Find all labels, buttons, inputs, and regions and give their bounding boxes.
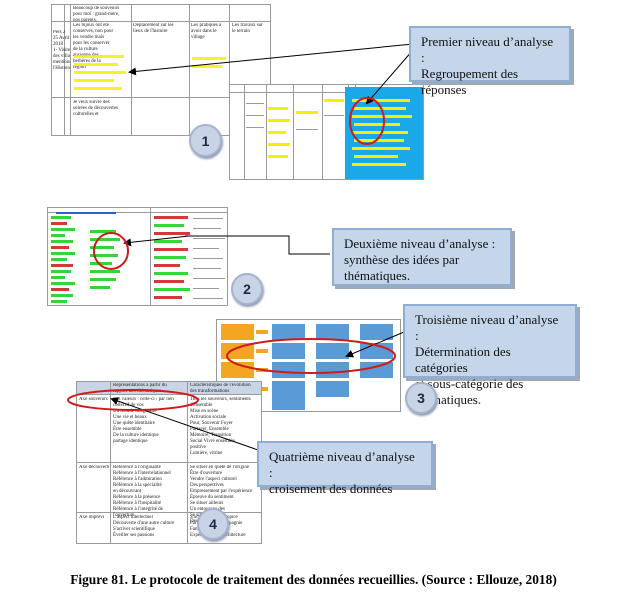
callout-level-3-desc-1: Détermination des catégories xyxy=(415,344,511,375)
step-badge-4: 4 xyxy=(197,508,229,540)
thumbnail-1-spreadsheet xyxy=(229,84,424,180)
highlight-ellipse-4 xyxy=(67,389,199,411)
thumbnail-2-document xyxy=(47,207,228,306)
callout-level-3-title: Troisième niveau d’analyse : xyxy=(415,312,559,343)
callout-level-4: Quatrième niveau d’analyse : croisement … xyxy=(257,441,433,496)
callout-level-1: Premier niveau d’analyse : Regroupement … xyxy=(409,26,571,97)
highlight-ellipse-1 xyxy=(349,97,385,145)
step-badge-1: 1 xyxy=(189,124,222,157)
highlight-ellipse-3 xyxy=(226,338,396,374)
step-badge-2: 2 xyxy=(231,273,263,305)
callout-level-3: Troisième niveau d’analyse : Déterminati… xyxy=(403,304,577,407)
figure-caption: Figure 81. Le protocole de traitement de… xyxy=(70,572,557,587)
highlight-ellipse-2 xyxy=(93,232,129,270)
callout-level-2: Deuxième niveau d’analyse : synthèse des… xyxy=(332,228,512,286)
callout-level-4-desc: croisement des données xyxy=(269,481,393,496)
callout-level-2-title: Deuxième niveau d’analyse : xyxy=(344,236,496,251)
callout-level-4-title: Quatrième niveau d’analyse : xyxy=(269,449,415,480)
callout-level-2-desc-2: thématiques. xyxy=(344,268,411,283)
step-badge-3: 3 xyxy=(405,382,437,414)
callout-level-2-desc-1: synthèse des idées par xyxy=(344,252,460,267)
callout-level-3-desc-3: thématiques. xyxy=(415,392,482,407)
callout-level-1-desc: Regroupement des réponses xyxy=(421,66,519,97)
callout-level-1-title: Premier niveau d’analyse : xyxy=(421,34,554,65)
callout-level-3-desc-2: et sous-catégorie des xyxy=(415,376,524,391)
